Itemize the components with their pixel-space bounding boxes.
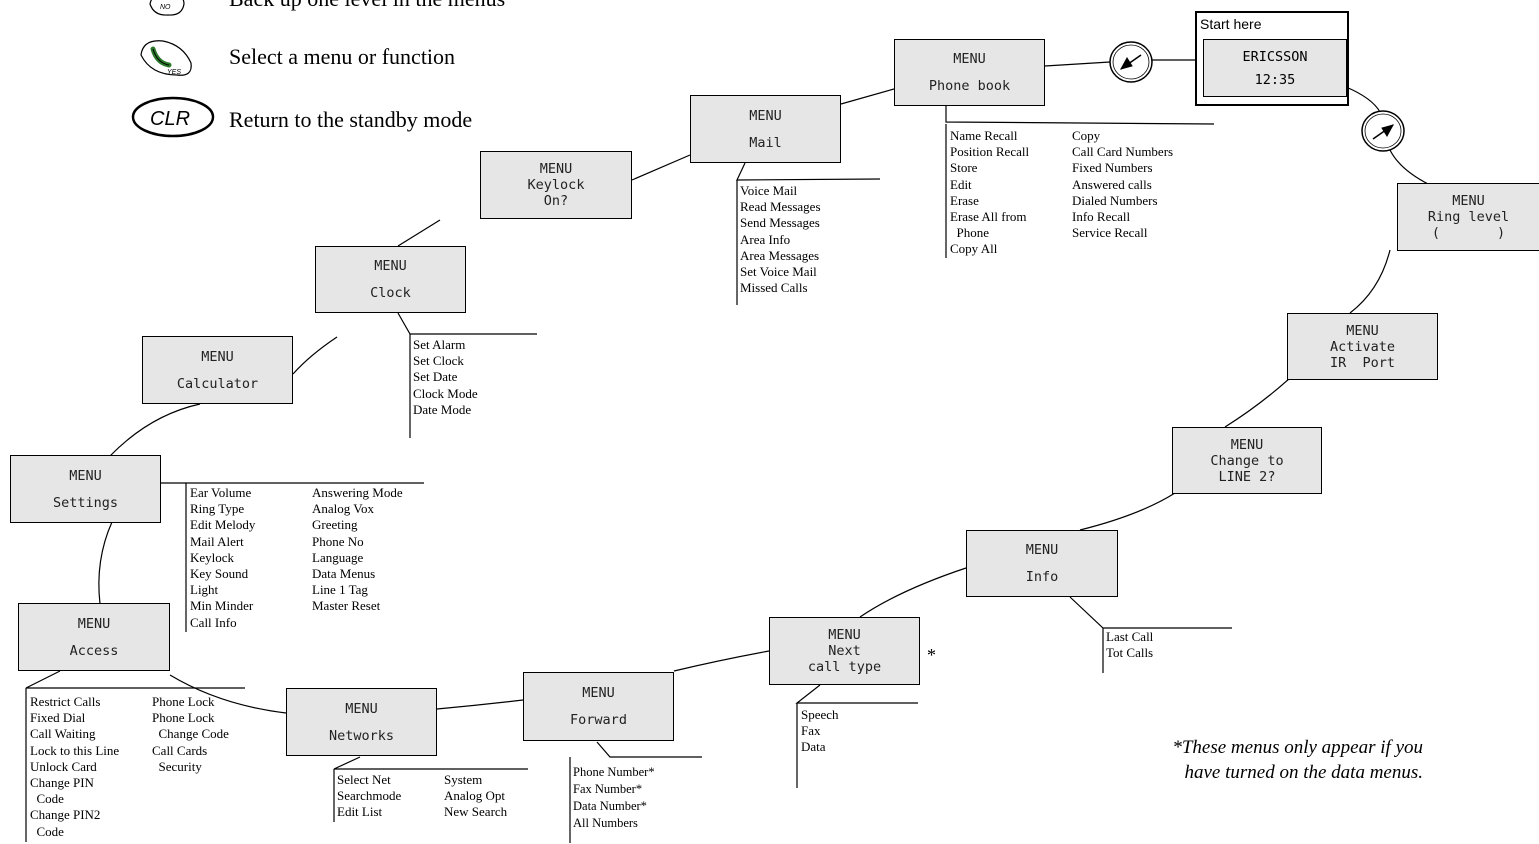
menu-title: Settings	[52, 494, 119, 511]
submenu-column: Speech Fax Data	[801, 707, 839, 755]
connector-line	[840, 88, 895, 105]
menu-networks[interactable]: MENU Networks	[286, 688, 437, 756]
submenu-bracket	[736, 162, 881, 181]
arrow-key-icon	[1361, 110, 1405, 152]
start-screen: Start here ERICSSON 12:35	[1195, 11, 1349, 106]
menu-settings[interactable]: MENU Settings	[10, 455, 161, 523]
submenu-column: Set Alarm Set Clock Set Date Clock Mode …	[413, 337, 478, 417]
submenu-column: Ear Volume Ring Type Edit Melody Mail Al…	[190, 485, 256, 630]
menu-title: Networks	[328, 727, 395, 744]
menu-label: MENU	[749, 107, 782, 124]
submenu-column: Name Recall Position Recall Store Edit E…	[950, 128, 1030, 257]
submenu-column: Copy Call Card Numbers Fixed Numbers Ans…	[1072, 128, 1174, 241]
connector-line	[1224, 377, 1291, 428]
connector-line	[436, 699, 524, 710]
menu-access[interactable]: MENU Access	[18, 603, 170, 671]
submenu-column: Phone Number* Fax Number* Data Number* A…	[573, 765, 655, 830]
connector-line	[397, 219, 441, 247]
menu-title: Access	[69, 642, 119, 659]
menu-title: Phone book	[928, 77, 1011, 94]
submenu-column: Last Call Tot Calls	[1106, 629, 1154, 661]
legend-back-text: Back up one level in the menus	[229, 0, 505, 12]
submenu-column: System Analog Opt New Search	[444, 772, 508, 820]
submenu-column: Select Net Searchmode Edit List	[337, 772, 402, 820]
svg-text:YES: YES	[167, 69, 181, 76]
menu-next-call-type[interactable]: MENU Next call type	[769, 617, 920, 685]
menu-label: MENU	[953, 51, 986, 68]
arrow-key-icon	[1109, 41, 1153, 83]
no-key-icon: NO	[148, 0, 188, 25]
menu-label: MENU	[582, 684, 615, 701]
menu-label: MENU	[77, 615, 111, 632]
connector-line	[1389, 149, 1431, 186]
svg-text:NO: NO	[160, 4, 171, 11]
menu-label: MENU	[69, 467, 102, 484]
menu-label: MENU	[1025, 542, 1059, 559]
submenu-column: Restrict Calls Fixed Dial Call Waiting L…	[30, 694, 120, 839]
menu-forward[interactable]: MENU Forward	[523, 672, 674, 741]
yes-key-icon: YES	[137, 37, 197, 84]
submenu-column: Phone Lock Phone Lock Change Code Call C…	[152, 694, 229, 774]
connector-line	[859, 567, 967, 618]
data-menu-footnote: *These menus only appear if you have tur…	[1172, 737, 1423, 783]
legend-clr-text: Return to the standby mode	[229, 107, 473, 132]
connector-line	[1044, 61, 1111, 67]
submenu-column: Answering Mode Analog Vox Greeting Phone…	[312, 485, 403, 614]
menu-clock[interactable]: MENU Clock	[315, 246, 466, 313]
menu-title: Forward	[570, 712, 627, 729]
operator-name: ERICSSON	[1242, 48, 1308, 65]
menu-info[interactable]: MENU Info	[966, 530, 1118, 597]
submenu-info: Last Call Tot Calls	[1106, 629, 1153, 661]
submenu-bracket	[795, 684, 918, 704]
connector-line	[1349, 249, 1391, 314]
menu-title: Calculator	[176, 375, 259, 392]
menu-title: Clock	[370, 284, 411, 301]
submenu-networks: Select Net Searchmode Edit List System A…	[337, 772, 507, 821]
menu-phone-book[interactable]: MENU Phone book	[894, 39, 1045, 106]
menu-calculator[interactable]: MENU Calculator	[142, 336, 293, 404]
connector-line	[673, 650, 770, 672]
connector-line	[1345, 86, 1381, 113]
submenu-bracket	[397, 312, 537, 335]
menu-activate-ir[interactable]: MENU Activate IR Port	[1287, 313, 1438, 380]
standby-display: ERICSSON 12:35	[1203, 39, 1347, 97]
submenu-bracket	[25, 670, 245, 689]
submenu-bracket	[596, 741, 702, 758]
menu-title: Mail	[749, 134, 782, 151]
submenu-settings: Ear Volume Ring Type Edit Melody Mail Al…	[190, 485, 403, 630]
submenu-bracket	[1069, 596, 1232, 629]
menu-label: MENU	[374, 258, 407, 275]
clock-time: 12:35	[1254, 71, 1296, 88]
submenu-column: Voice Mail Read Messages Send Messages A…	[740, 183, 821, 296]
submenu-bracket	[333, 756, 528, 770]
menu-mail[interactable]: MENU Mail	[690, 95, 841, 163]
submenu-clock: Set Alarm Set Clock Set Date Clock Mode …	[413, 337, 478, 417]
clr-key-icon: CLR	[130, 95, 216, 144]
submenu-next-call-type: Speech Fax Data	[801, 707, 839, 754]
legend-select-text: Select a menu or function	[229, 44, 456, 69]
connector-line	[109, 403, 201, 457]
connector-line	[1079, 492, 1176, 531]
connector-line	[169, 674, 287, 714]
start-label: Start here	[1200, 16, 1262, 32]
data-menu-asterisk: *	[927, 645, 936, 665]
connector-line	[631, 154, 691, 181]
menu-ring-level[interactable]: MENU Ring level ( )	[1397, 183, 1539, 251]
connector-line	[292, 336, 338, 375]
menu-change-line[interactable]: MENU Change to LINE 2?	[1172, 427, 1322, 494]
connector-line	[98, 521, 113, 605]
submenu-forward: Phone Number* Fax Number* Data Number* A…	[573, 764, 655, 830]
menu-label: MENU	[201, 348, 234, 365]
submenu-access: Restrict Calls Fixed Dial Call Waiting L…	[30, 694, 229, 839]
menu-label: MENU	[345, 700, 378, 717]
submenu-mail: Voice Mail Read Messages Send Messages A…	[740, 183, 821, 295]
submenu-phone-book: Name Recall Position Recall Store Edit E…	[950, 128, 1173, 256]
menu-title: Info	[1025, 568, 1059, 585]
menu-keylock[interactable]: MENU Keylock On?	[480, 151, 632, 219]
clr-key-label: CLR	[150, 108, 190, 130]
